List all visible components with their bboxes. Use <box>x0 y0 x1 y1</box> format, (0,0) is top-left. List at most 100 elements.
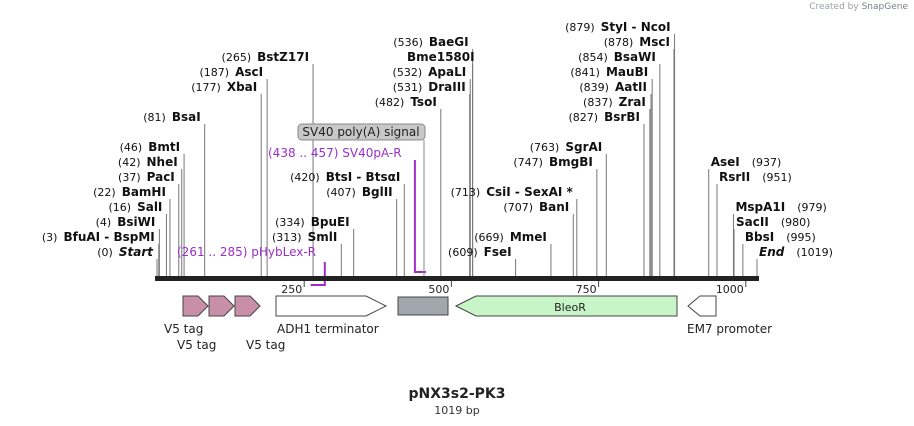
site-label[interactable]: (878)MscI <box>604 35 670 49</box>
site-label[interactable]: (827)BsrBI <box>569 110 640 124</box>
site-label[interactable]: (22) BamHI <box>93 185 166 199</box>
site-label[interactable]: (0)Start <box>97 245 154 259</box>
site-label[interactable]: (839)AatII <box>579 80 647 94</box>
site-label[interactable]: BbsI(995) <box>745 230 816 244</box>
site-name: BmgBI <box>549 155 593 169</box>
v5-tag-arrow-1[interactable] <box>182 295 209 317</box>
site-position: (81) <box>143 111 166 124</box>
site-name: MspA1I <box>735 200 785 214</box>
site-position: (979) <box>797 201 827 214</box>
site-name: BanI <box>539 200 569 214</box>
site-label[interactable]: (837)ZraI <box>583 95 646 109</box>
v5-tag-arrow-3[interactable] <box>234 295 261 317</box>
site-label[interactable]: (313)SmlI <box>272 230 337 244</box>
site-name: AseI <box>711 155 740 169</box>
site-name: BtsI - BtsαI <box>326 170 401 184</box>
site-label[interactable]: End(1019) <box>759 245 833 259</box>
site-name: SacII <box>736 215 769 229</box>
site-name: SgrAI <box>565 140 602 154</box>
site-label[interactable]: (16)SalI <box>108 200 162 214</box>
site-label[interactable]: (37) PacI <box>118 170 175 184</box>
site-position: (937) <box>752 156 782 169</box>
v5-tag-arrow-2[interactable] <box>208 295 235 317</box>
site-name: MscI <box>639 35 670 49</box>
site-label[interactable]: (536)BaeGI <box>393 35 468 49</box>
site-position: (747) <box>513 156 543 169</box>
site-label[interactable]: (747) BmgBI <box>513 155 592 169</box>
site-label[interactable]: (763) SgrAI <box>530 140 603 154</box>
site-label[interactable]: (187)AscI <box>199 65 263 79</box>
primer-label[interactable]: (438 .. 457) SV40pA-R <box>268 146 402 160</box>
site-name: PacI <box>147 170 175 184</box>
site-label[interactable]: (482)TsoI <box>375 95 437 109</box>
site-name: BstZ17I <box>257 50 309 64</box>
site-position: (531) <box>393 81 423 94</box>
site-name: MauBI <box>606 65 648 79</box>
site-name: Start <box>119 245 154 259</box>
sv40-polya-callout[interactable] <box>297 123 426 141</box>
site-name: ApaLI <box>428 65 466 79</box>
site-label[interactable]: (177)XbaI <box>191 80 257 94</box>
site-position: (37) <box>118 171 141 184</box>
site-label[interactable]: (46)BmtI <box>120 140 180 154</box>
site-label[interactable]: (407)BglII <box>326 185 392 199</box>
site-position: (482) <box>375 96 405 109</box>
v5-tag-label-2: V5 tag <box>177 338 216 352</box>
bleor-arrow[interactable] <box>454 295 678 317</box>
site-position: (1019) <box>796 246 833 259</box>
site-position: (536) <box>393 36 423 49</box>
adh1-terminator-label: ADH1 terminator <box>277 322 379 336</box>
site-position: (854) <box>578 51 608 64</box>
site-label[interactable]: RsrII(951) <box>719 170 792 184</box>
site-label[interactable]: (531) DraIII <box>393 80 466 94</box>
site-position: (839) <box>579 81 609 94</box>
site-label[interactable]: (334)BpuEI <box>275 215 350 229</box>
site-label[interactable]: (713)CsiI - SexAI * <box>451 185 574 199</box>
site-position: (3) <box>42 231 58 244</box>
site-label[interactable]: SacII(980) <box>736 215 810 229</box>
site-name: BsiWI <box>117 215 155 229</box>
site-position: (763) <box>530 141 560 154</box>
site-name: DraIII <box>428 80 465 94</box>
site-name: SmlI <box>308 230 338 244</box>
site-name: BamHI <box>122 185 166 199</box>
site-label[interactable]: (81)BsaI <box>143 110 200 124</box>
site-label[interactable]: Bme1580I <box>407 50 475 64</box>
site-name: BfuAI - BspMI <box>63 230 154 244</box>
credit-brand: SnapGene <box>861 2 908 12</box>
ruler-label: 250 <box>281 283 302 296</box>
v5-tag-label-3: V5 tag <box>246 338 285 352</box>
site-name: BsrBI <box>604 110 640 124</box>
site-label[interactable]: (265) BstZ17I <box>222 50 309 64</box>
site-label[interactable]: (707)BanI <box>503 200 569 214</box>
site-label[interactable]: (669)MmeI <box>474 230 547 244</box>
v5-tag-label-1: V5 tag <box>164 322 203 336</box>
site-label[interactable]: MspA1I (979) <box>735 200 826 214</box>
backbone <box>155 276 759 281</box>
site-position: (22) <box>93 186 116 199</box>
site-position: (334) <box>275 216 305 229</box>
site-name: XbaI <box>227 80 257 94</box>
site-label[interactable]: (4)BsiWI <box>96 215 156 229</box>
site-label[interactable]: (3) BfuAI - BspMI <box>42 230 155 244</box>
adh1-terminator-arrow[interactable] <box>275 295 388 317</box>
em7-promoter-arrow[interactable] <box>687 295 717 317</box>
site-position: (16) <box>108 201 131 214</box>
site-name: ZraI <box>619 95 646 109</box>
site-label[interactable]: AseI (937) <box>711 155 782 169</box>
site-label[interactable]: (841)MauBI <box>570 65 648 79</box>
restriction-sites: (0)Start (3) BfuAI - BspMI(4)BsiWI(16)SalI… <box>42 20 833 276</box>
site-position: (995) <box>786 231 816 244</box>
site-label[interactable]: (609)FseI <box>448 245 512 259</box>
site-name: AscI <box>235 65 263 79</box>
features: BleoR V5 tag V5 tag V5 tag ADH1 terminat… <box>164 123 772 352</box>
site-label[interactable]: (532) ApaLI <box>393 65 467 79</box>
site-label[interactable]: (420)BtsI - BtsαI <box>290 170 400 184</box>
sv40-polya-block[interactable] <box>397 296 449 316</box>
site-label[interactable]: (854)BsaWI <box>578 50 656 64</box>
site-label[interactable]: (879)StyI - NcoI <box>565 20 670 34</box>
site-position: (532) <box>393 66 423 79</box>
site-position: (265) <box>222 51 252 64</box>
site-label[interactable]: (42)NheI <box>118 155 178 169</box>
primer-label[interactable]: (261 .. 285) pHybLex-R <box>177 245 316 259</box>
